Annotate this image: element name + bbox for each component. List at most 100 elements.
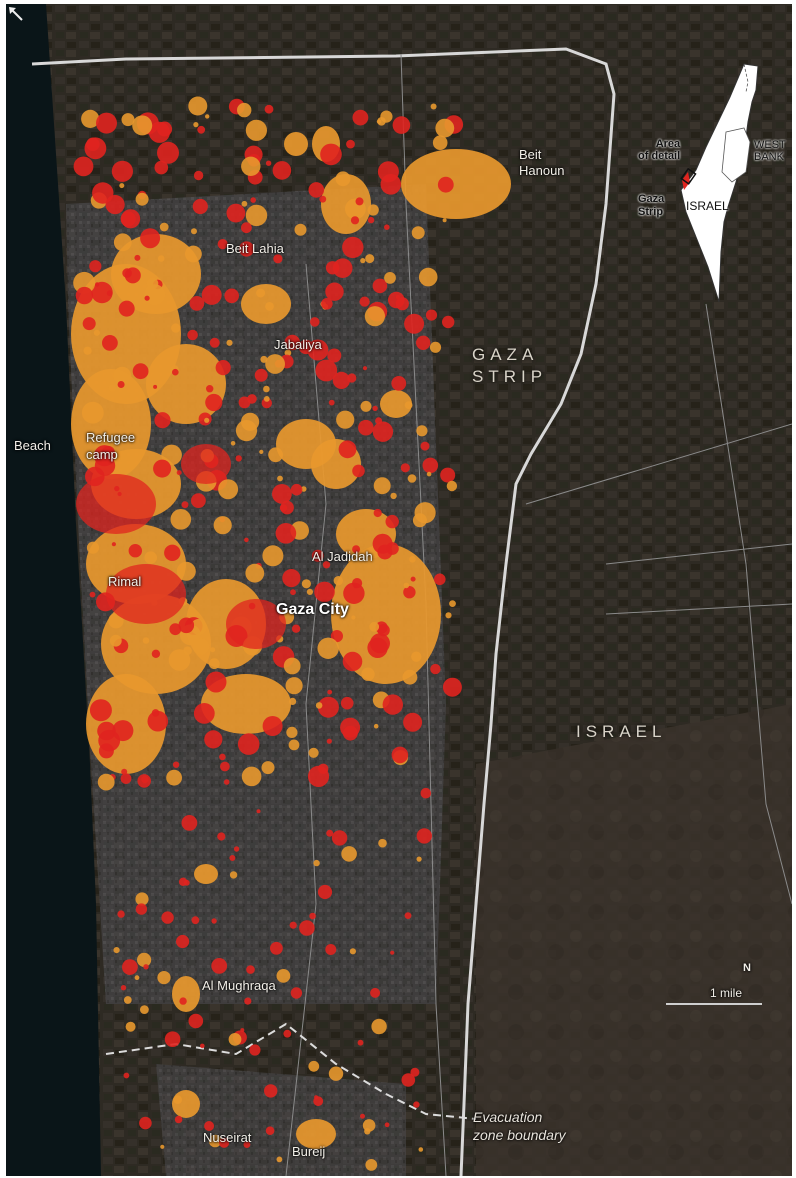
damage-area-severe bbox=[178, 877, 188, 886]
scale-bar bbox=[666, 1003, 762, 1005]
damage-area-severe bbox=[403, 586, 416, 599]
damage-area-severe bbox=[410, 576, 416, 582]
damage-area-moderate bbox=[261, 761, 275, 775]
damage-area-moderate bbox=[157, 255, 165, 262]
damage-area-severe bbox=[442, 315, 455, 329]
damage-area-severe bbox=[290, 483, 303, 496]
damage-area-severe bbox=[188, 1013, 204, 1029]
damage-area-severe bbox=[347, 373, 357, 383]
damage-area-severe bbox=[391, 376, 407, 391]
damage-area-severe bbox=[430, 663, 441, 675]
damage-area-severe bbox=[164, 1031, 181, 1047]
damage-area-severe bbox=[299, 920, 315, 936]
damage-area-severe bbox=[181, 815, 198, 831]
damage-area-severe bbox=[332, 371, 350, 389]
damage-area-severe bbox=[191, 493, 206, 508]
damage-area-moderate bbox=[113, 947, 120, 954]
damage-area-moderate bbox=[402, 669, 418, 685]
damage-area-moderate bbox=[308, 747, 319, 758]
damage-area-severe bbox=[437, 176, 454, 193]
damage-area-moderate bbox=[265, 302, 274, 311]
damage-area-moderate bbox=[245, 563, 265, 583]
damage-area-moderate bbox=[108, 384, 116, 392]
damage-area-severe bbox=[215, 360, 231, 376]
damage-area-severe bbox=[143, 964, 149, 970]
damage-area-severe bbox=[233, 846, 240, 852]
damage-area-moderate bbox=[191, 228, 197, 235]
map-canvas bbox=[6, 4, 792, 1176]
damage-area-severe bbox=[360, 1113, 365, 1119]
damage-area-severe bbox=[327, 689, 333, 695]
damage-area-severe bbox=[178, 617, 195, 634]
damage-area-severe bbox=[317, 696, 339, 718]
damage-area-severe bbox=[282, 569, 301, 588]
damage-area-severe bbox=[176, 934, 190, 949]
damage-area-severe bbox=[272, 161, 292, 180]
damage-area-severe bbox=[226, 203, 246, 223]
damage-area-severe bbox=[120, 773, 132, 784]
damage-area-severe bbox=[229, 855, 236, 861]
damage-area-severe bbox=[217, 239, 228, 250]
damage-area-severe bbox=[367, 216, 375, 224]
damage-area-severe bbox=[244, 997, 252, 1005]
damage-area-severe bbox=[265, 1126, 275, 1135]
desert-area bbox=[476, 704, 792, 1176]
damage-area-severe bbox=[352, 545, 361, 554]
damage-area-severe bbox=[224, 288, 239, 304]
damage-area-moderate bbox=[213, 516, 232, 535]
damage-area-moderate bbox=[81, 109, 100, 128]
label-beit-lahia: Beit Lahia bbox=[226, 241, 284, 256]
damage-area-severe bbox=[223, 779, 230, 785]
damage-area-moderate bbox=[135, 892, 149, 906]
damage-area-moderate bbox=[86, 541, 100, 554]
damage-area-severe bbox=[89, 260, 102, 273]
damage-area-severe bbox=[330, 630, 343, 643]
damage-area-severe bbox=[254, 368, 268, 382]
damage-area-moderate bbox=[190, 618, 207, 635]
damage-area-severe bbox=[201, 284, 222, 305]
damage-area-moderate bbox=[409, 556, 416, 563]
damage-area-severe bbox=[193, 703, 215, 724]
label-jabaliya: Jabaliya bbox=[274, 337, 322, 352]
damage-area-severe bbox=[204, 730, 223, 749]
damage-area-severe bbox=[340, 696, 354, 710]
damage-area-severe bbox=[135, 903, 148, 915]
damage-area-severe bbox=[250, 197, 256, 203]
damage-area-severe bbox=[327, 348, 342, 363]
damage-area-severe bbox=[422, 457, 439, 474]
damage-area-severe bbox=[249, 1044, 261, 1056]
damage-area-severe bbox=[73, 156, 94, 177]
damage-area-severe bbox=[420, 787, 432, 799]
damage-area-moderate bbox=[111, 234, 201, 314]
damage-area-severe bbox=[240, 1028, 245, 1033]
damage-area-severe bbox=[89, 699, 112, 722]
damage-area-severe bbox=[246, 965, 255, 974]
damage-area-moderate bbox=[333, 576, 343, 586]
damage-area-moderate bbox=[373, 477, 391, 495]
damage-area-severe bbox=[98, 743, 114, 759]
damage-area-moderate bbox=[401, 149, 511, 219]
damage-area-moderate bbox=[351, 615, 356, 620]
damage-area-moderate bbox=[336, 410, 355, 429]
damage-area-moderate bbox=[144, 284, 166, 305]
damage-area-moderate bbox=[188, 96, 208, 116]
damage-area-severe bbox=[270, 941, 283, 955]
damage-area-severe bbox=[380, 174, 402, 195]
damage-area-severe bbox=[128, 544, 142, 558]
inset-label-gaza-strip: Gaza Strip bbox=[638, 193, 665, 218]
label-gaza-city: Gaza City bbox=[276, 601, 349, 618]
damage-area-severe bbox=[89, 591, 96, 598]
damage-area-moderate bbox=[228, 1033, 242, 1046]
inset-israel-shape bbox=[680, 63, 759, 303]
damage-area-moderate bbox=[241, 156, 261, 176]
damage-area-severe bbox=[332, 258, 353, 278]
damage-area-moderate bbox=[121, 113, 135, 127]
damage-area-severe bbox=[310, 317, 320, 327]
damage-area-severe bbox=[169, 623, 182, 636]
damage-area-severe bbox=[352, 464, 365, 478]
damage-area-severe bbox=[122, 268, 132, 278]
damage-area-severe bbox=[384, 1122, 390, 1128]
damage-area-moderate bbox=[263, 385, 270, 393]
damage-area-severe bbox=[440, 467, 456, 483]
damage-area-moderate bbox=[416, 856, 422, 862]
